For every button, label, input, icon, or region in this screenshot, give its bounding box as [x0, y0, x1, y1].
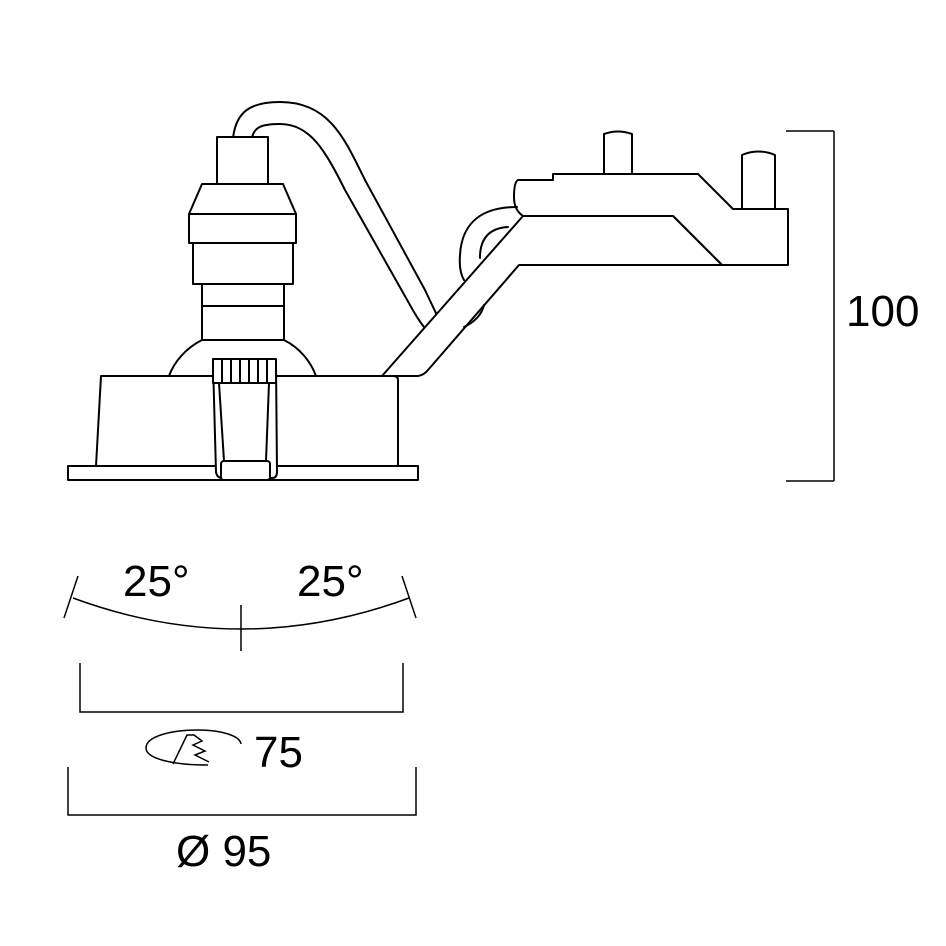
- ceiling-cutout-icon: [145, 729, 242, 766]
- tilt-left-label: 25°: [123, 557, 190, 606]
- height-dimension-line: [786, 130, 835, 482]
- mounting-bracket: [381, 130, 789, 377]
- diameter-label: Ø 95: [176, 827, 272, 876]
- height-label: 100: [846, 287, 920, 336]
- tilt-angle-arc: [63, 575, 417, 651]
- cutout-label: 75: [254, 728, 303, 777]
- power-cable: [232, 101, 441, 328]
- tilt-right-label: 25°: [297, 557, 364, 606]
- lamp-socket: [168, 136, 317, 377]
- cutout-dimension-line: [79, 663, 404, 713]
- spring-clip: [212, 358, 278, 481]
- diameter-dimension-line: [67, 767, 417, 816]
